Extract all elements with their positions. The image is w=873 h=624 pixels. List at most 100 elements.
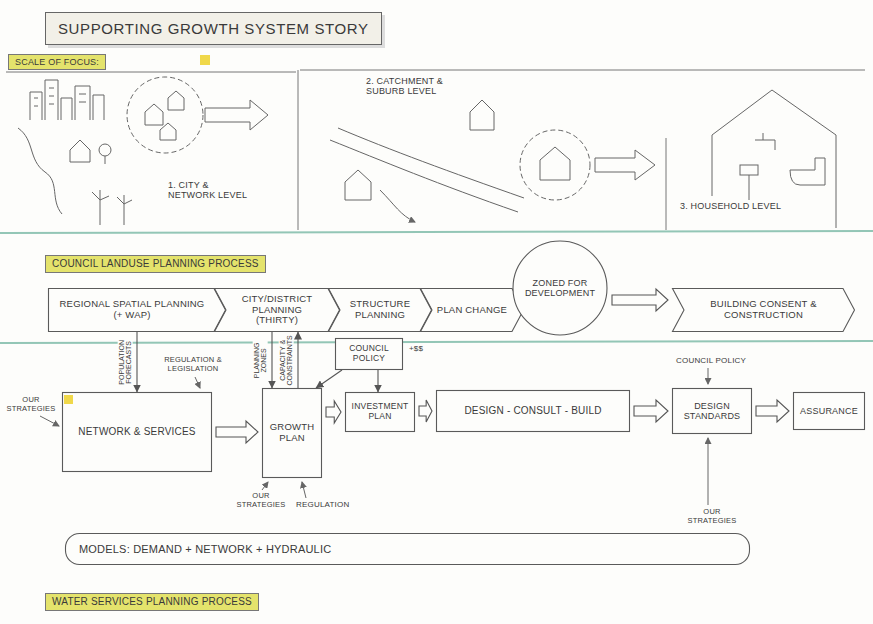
chevron-outline <box>673 289 855 332</box>
process-chevron: BUILDING CONSENT & CONSTRUCTION <box>672 288 855 332</box>
input-note: OUR STRATEGIES <box>684 508 740 525</box>
section-header: WATER SERVICES PLANNING PROCESS <box>45 593 259 611</box>
block-arrow <box>634 400 668 422</box>
input-note: COUNCIL POLICY <box>676 356 746 365</box>
leader-arrow <box>708 368 709 384</box>
scale-label: 2. CATCHMENT & SUBURB LEVEL <box>366 76 476 97</box>
process-box: INVESTMENT PLAN <box>345 392 415 432</box>
box-outline <box>66 534 750 565</box>
city-sketch <box>127 77 203 153</box>
city-sketch <box>117 195 132 225</box>
flow-line <box>316 370 342 388</box>
catchment-sketch <box>470 100 494 130</box>
input-note: OUR STRATEGIES <box>232 492 290 509</box>
process-box: ASSURANCE <box>793 392 865 430</box>
catchment-sketch <box>330 128 524 212</box>
process-box: DESIGN STANDARDS <box>672 388 752 434</box>
flow-line <box>297 332 298 388</box>
input-note: REGULATION & LEGISLATION <box>160 356 226 373</box>
household-sketch <box>740 165 758 175</box>
node-text: DESIGN STANDARDS <box>677 401 747 421</box>
edge-label: POPULATION FORECASTS <box>117 335 132 389</box>
node-text: BUILDING CONSENT & CONSTRUCTION <box>688 299 839 320</box>
scale-label: 1. CITY & NETWORK LEVEL <box>168 180 248 201</box>
node-text: GROWTH PLAN <box>267 422 317 443</box>
divider-line <box>0 231 873 233</box>
box-outline <box>437 391 630 432</box>
box-outline <box>346 393 415 432</box>
catchment-sketch <box>380 190 415 222</box>
node-text: CITY/DISTRICT PLANNING (THIRTY) <box>230 294 324 326</box>
city-sketch <box>92 190 109 225</box>
flow-line <box>271 332 272 388</box>
city-sketch <box>18 128 62 214</box>
leader-arrow <box>195 377 200 388</box>
node-text: STRUCTURE PLANNING <box>344 299 416 320</box>
node-text: ZONED FOR DEVELOPMENT <box>521 278 599 298</box>
city-sketch <box>18 77 268 225</box>
box-outline <box>63 393 212 472</box>
chevron-outline <box>215 289 340 332</box>
city-sketch <box>34 88 86 106</box>
model-bar: MODELS: DEMAND + NETWORK + HYDRAULIC <box>65 533 750 565</box>
cost-note: +$$ <box>409 344 423 353</box>
box-outline <box>794 393 865 430</box>
box-outline <box>336 339 403 370</box>
city-sketch <box>168 91 184 110</box>
marker-square <box>64 395 73 404</box>
process-chevron: CITY/DISTRICT PLANNING (THIRTY) <box>214 288 340 332</box>
edge-label: PLANNING ZONES <box>252 333 267 387</box>
block-arrow <box>756 400 789 422</box>
circle-outline <box>513 241 607 335</box>
flow-line <box>377 370 378 392</box>
city-sketch <box>99 144 111 156</box>
input-box: COUNCIL POLICY <box>335 338 403 370</box>
divider-line <box>0 231 873 343</box>
city-sketch <box>105 156 106 164</box>
node-text: PLAN CHANGE <box>437 305 507 316</box>
process-chevron: PLAN CHANGE <box>420 288 524 332</box>
block-arrow <box>326 401 341 423</box>
block-arrow <box>216 421 258 443</box>
city-sketch <box>145 104 163 125</box>
node-text: INVESTMENT PLAN <box>350 402 410 421</box>
leader-arrow <box>302 482 306 498</box>
marker-square <box>64 55 210 404</box>
node-text: DESIGN - CONSULT - BUILD <box>464 405 601 416</box>
chevron-outline <box>421 289 524 332</box>
process-chevron: STRUCTURE PLANNING <box>328 288 432 332</box>
catchment-sketch <box>330 100 655 222</box>
catchment-sketch <box>595 150 655 180</box>
leader-arrow <box>40 416 59 426</box>
household-sketch <box>755 133 775 150</box>
city-sketch <box>70 140 90 162</box>
node-text: MODELS: DEMAND + NETWORK + HYDRAULIC <box>79 543 331 555</box>
flow-line <box>136 332 137 392</box>
leader-arrow <box>708 438 709 505</box>
box-outline <box>263 389 322 478</box>
node-text: COUNCIL POLICY <box>340 344 398 363</box>
catchment-sketch <box>345 170 371 200</box>
city-sketch <box>30 80 104 120</box>
household-sketch <box>790 158 825 185</box>
catchment-sketch <box>520 130 590 200</box>
section-header: SCALE OF FOCUS: <box>8 54 106 70</box>
city-sketch <box>205 100 268 130</box>
scale-label: 3. HOUSEHOLD LEVEL <box>678 201 783 211</box>
input-note: OUR STRATEGIES <box>3 396 59 413</box>
milestone-circle: ZONED FOR DEVELOPMENT <box>512 240 608 336</box>
diagram-title: SUPPORTING GROWTH SYSTEM STORY <box>45 12 382 45</box>
block-arrow <box>419 400 432 422</box>
chevron-outline <box>329 289 432 332</box>
panel-frame <box>6 70 865 230</box>
chevron-outline <box>49 289 226 332</box>
process-box: DESIGN - CONSULT - BUILD <box>436 390 630 432</box>
input-note: REGULATION <box>296 500 349 509</box>
household-sketch <box>749 175 750 200</box>
box-outline <box>673 389 752 434</box>
catchment-sketch <box>540 147 570 180</box>
process-chevron: REGIONAL SPATIAL PLANNING (+ WAP) <box>48 288 226 332</box>
city-sketch <box>160 123 176 140</box>
node-text: ASSURANCE <box>800 406 858 416</box>
